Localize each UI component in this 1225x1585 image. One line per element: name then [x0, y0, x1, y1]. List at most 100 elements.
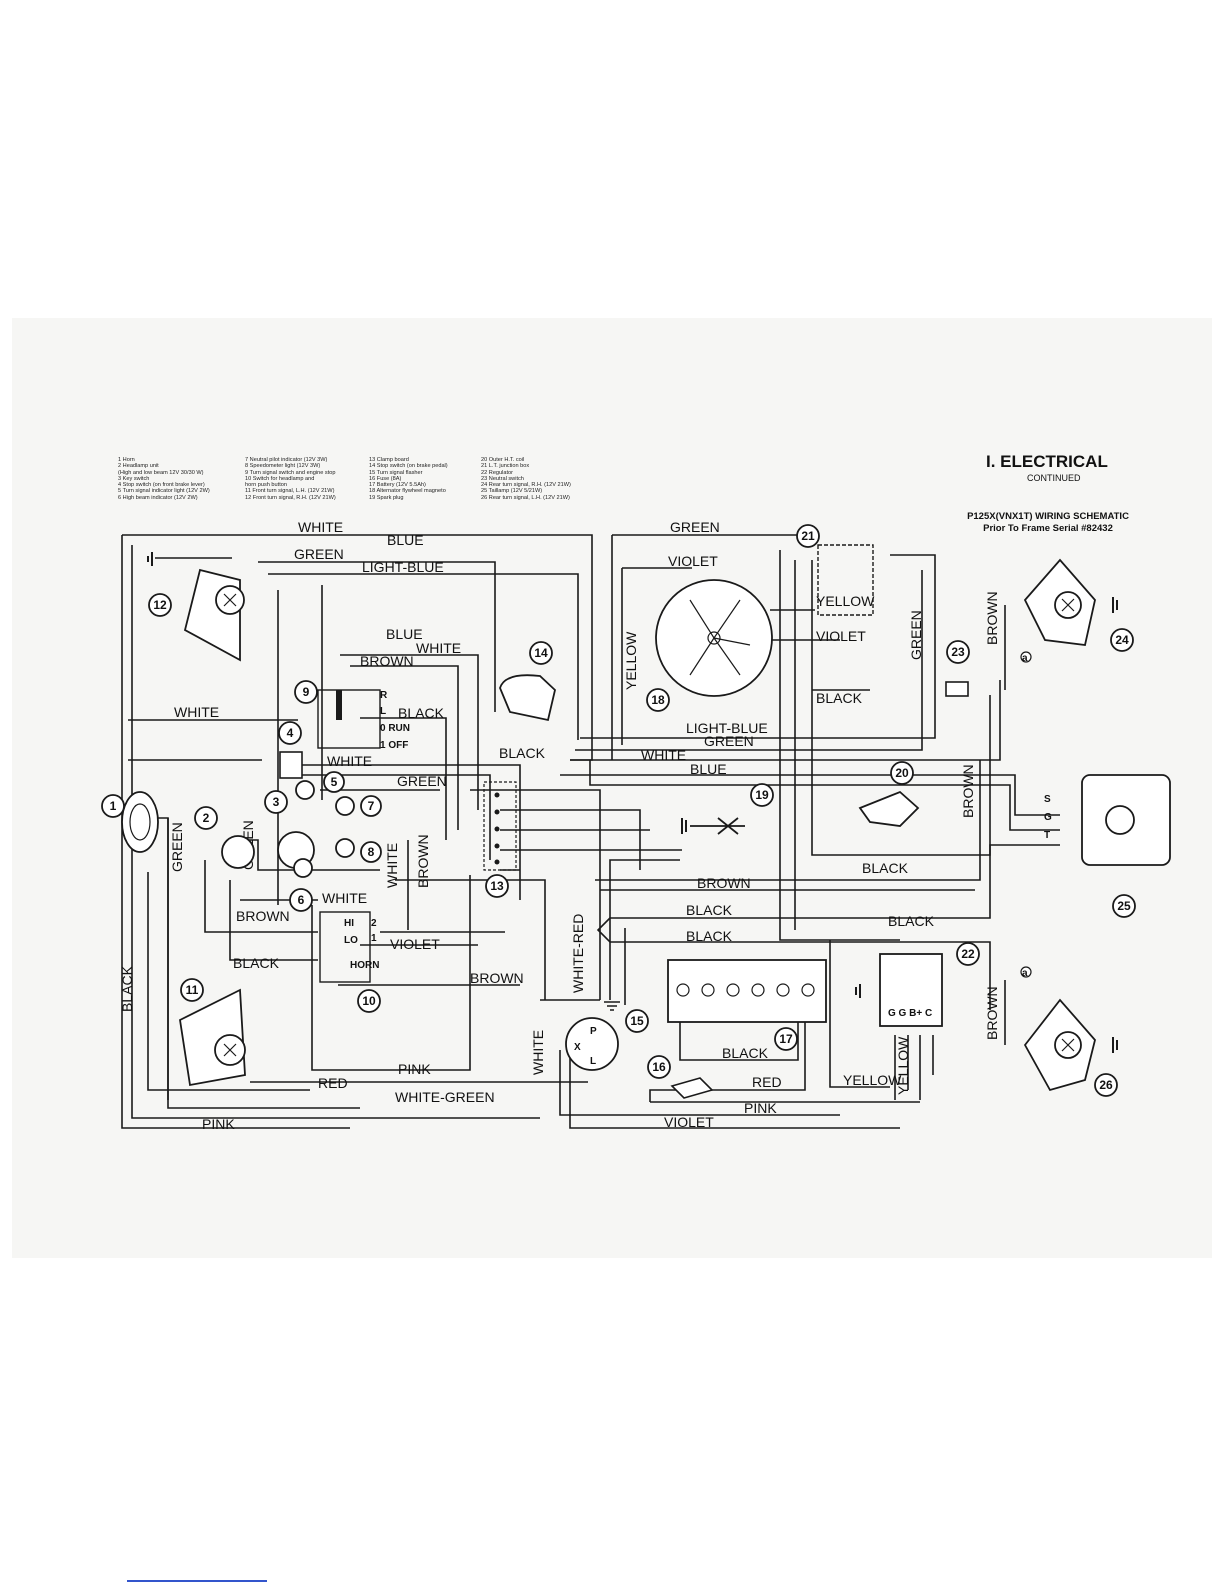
wire-label: VIOLET — [390, 936, 440, 952]
footer-link-underline[interactable] — [127, 1580, 267, 1582]
wire-label: BLUE — [690, 761, 727, 777]
wire-label: YELLOW — [816, 593, 875, 609]
legend-item: 23 Neutral switch — [481, 475, 524, 482]
legend-item: 19 Spark plug — [369, 494, 404, 501]
legend-item: 21 L.T. junction box — [481, 463, 530, 470]
schematic-title: P125X(VNX1T) WIRING SCHEMATIC — [967, 511, 1129, 522]
component-number: 3 — [273, 795, 280, 809]
wire-label: BLACK — [862, 860, 909, 876]
wire-label: WHITE — [322, 890, 367, 906]
component-number: 14 — [534, 646, 548, 660]
legend-column-1: 1 Horn 2 Headlamp unit (High and low bea… — [118, 457, 210, 501]
wire-label: BLACK — [233, 955, 280, 971]
wire-label: BROWN — [960, 764, 976, 818]
lt-junction-box: 21 — [796, 524, 874, 616]
component-number: 11 — [186, 983, 199, 997]
speedometer-light: 8 — [335, 838, 382, 863]
headlamp-horn-switch: HI LO HORN 2 1 10 — [319, 911, 381, 1013]
wire-label: WHITE — [298, 519, 343, 535]
component-number: 15 — [630, 1014, 644, 1028]
wire-label: BROWN — [236, 908, 290, 924]
legend-item: 9 Turn signal switch and engine stop — [245, 469, 336, 476]
component-number: 7 — [368, 799, 375, 813]
component-number: 22 — [961, 947, 975, 961]
wire-network — [121, 534, 1060, 1129]
wire-label: WHITE-GREEN — [395, 1089, 495, 1105]
wire-label: BROWN — [984, 591, 1000, 645]
wire-label: BLACK — [888, 913, 935, 929]
wire-label: VIOLET — [664, 1114, 714, 1130]
legend-column-3: 13 Clamp board 14 Stop switch (on brake … — [369, 457, 448, 501]
wire-label: BLACK — [686, 902, 733, 918]
wire-label: WHITE — [530, 1030, 546, 1075]
turn-signal-switch: 9 R L 0 RUN 1 OFF — [294, 680, 410, 751]
rear-turn-signal-rh: 24 a — [1020, 558, 1134, 664]
wire-label: BLACK — [119, 965, 135, 1012]
legend-item: 10 Switch for headlamp and — [245, 475, 315, 482]
wire-label: YELLOW — [895, 1036, 911, 1095]
ground-icon — [1112, 597, 1118, 613]
legend-item: 4 Stop switch (on front brake lever) — [118, 482, 205, 489]
wire-label: GREEN — [704, 733, 754, 749]
wire-label: VIOLET — [816, 628, 866, 644]
wire-label: VIOLET — [668, 553, 718, 569]
switch-label: 1 OFF — [380, 740, 408, 751]
legend-item: 14 Stop switch (on brake pedal) — [369, 463, 448, 470]
component-number: 8 — [368, 845, 375, 859]
ground-icon — [604, 1001, 620, 1011]
wire-label: PINK — [744, 1100, 777, 1116]
legend-item: 5 Turn signal indicator light (12V 2W) — [118, 488, 210, 495]
wire-label: PINK — [398, 1061, 431, 1077]
high-beam-indicator: 6 — [289, 858, 313, 912]
key-switch: 3 — [264, 790, 315, 869]
legend-item: 11 Front turn signal, L.H. (12V 21W) — [245, 488, 335, 495]
legend-item: 24 Rear turn signal, R.H. (12V 21W) — [481, 482, 571, 489]
legend-item: 18 Alternator flywheel magneto — [369, 488, 446, 495]
neutral-switch: 23 — [945, 640, 970, 697]
component-number: 6 — [298, 893, 305, 907]
wire-label: YELLOW — [843, 1072, 902, 1088]
wire-label: BLACK — [686, 928, 733, 944]
component-number: 2 — [203, 811, 210, 825]
legend-item: 22 Regulator — [481, 469, 514, 476]
component-number: 24 — [1115, 633, 1129, 647]
front-turn-signal-rh: 12 — [147, 552, 245, 662]
fuse: 16 — [647, 1055, 714, 1099]
wire-label: BLACK — [816, 690, 863, 706]
switch-label: L — [590, 1056, 596, 1067]
wire-label: WHITE — [384, 843, 400, 888]
wire-labels: WHITE BLUE GREEN LIGHT-BLUE BLUE WHITE B… — [119, 519, 1000, 1132]
component-number: 17 — [779, 1032, 793, 1046]
switch-label: LO — [344, 935, 358, 946]
component-number: 10 — [362, 994, 376, 1008]
wire-label: BLUE — [387, 532, 424, 548]
wire-label: GREEN — [670, 519, 720, 535]
legend-item: 12 Front turn signal, R.H. (12V 21W) — [245, 494, 336, 501]
wire-label: BROWN — [697, 875, 751, 891]
component-number: 5 — [331, 775, 338, 789]
legend-item: 16 Fuse (8A) — [369, 475, 402, 482]
switch-label: a — [1022, 653, 1028, 664]
switch-label: a — [1022, 968, 1028, 979]
wire-label: PINK — [202, 1116, 235, 1132]
switch-label: 2 — [371, 918, 377, 929]
wire-label: YELLOW — [623, 631, 639, 690]
headlamp-unit: 2 — [194, 806, 255, 869]
component-number: 16 — [652, 1060, 666, 1074]
component-number: 9 — [303, 685, 310, 699]
legend-item: (High and low beam 12V 30/30 W) — [118, 469, 204, 476]
wire-label: WHITE — [641, 747, 686, 763]
switch-label: HI — [344, 918, 354, 929]
component-number: 1 — [110, 799, 117, 813]
wire-label: WHITE-RED — [570, 914, 586, 993]
component-number: 18 — [651, 693, 665, 707]
component-number: 4 — [287, 726, 294, 740]
wire-label: BLUE — [386, 626, 423, 642]
wire-label: WHITE — [327, 753, 372, 769]
legend-item: 6 High beam indicator (12V 2W) — [118, 494, 198, 501]
switch-label: P — [590, 1026, 597, 1037]
neutral-indicator: 7 — [335, 795, 382, 817]
legend-item: 3 Key switch — [118, 475, 150, 482]
component-number: 13 — [490, 879, 504, 893]
